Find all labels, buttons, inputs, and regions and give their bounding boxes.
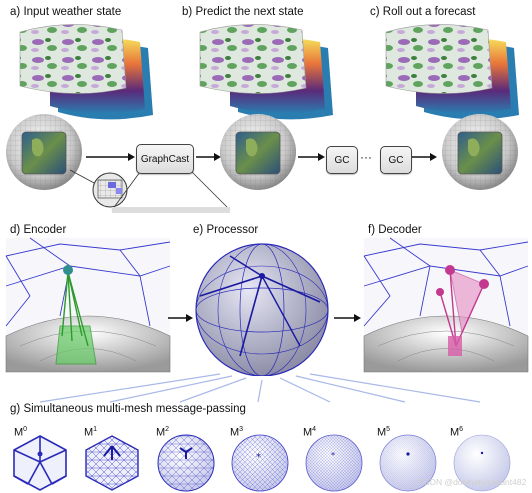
globe-input: [6, 114, 82, 190]
panel-d-title: d) Encoder: [10, 224, 67, 236]
gc-box-1: GC: [326, 146, 358, 174]
encoder-processor-decoder: [5, 237, 529, 376]
panel-f-title: f) Decoder: [368, 224, 422, 236]
globe-prediction: [220, 114, 296, 190]
mesh-m1: [85, 435, 139, 491]
mesh-m5: [379, 434, 437, 492]
mesh-label-3: M3: [230, 426, 244, 439]
panel-e-title: e) Processor: [193, 224, 259, 236]
encoder-graphic: [5, 237, 171, 373]
mesh-label-4: M4: [303, 426, 317, 439]
watermark: CSDN @dowhatyouwant482: [418, 477, 527, 487]
stack-b: [199, 24, 333, 120]
stack-a: [19, 24, 153, 120]
weather-map-stacks: [19, 24, 519, 120]
mesh-m4: *: [305, 434, 363, 492]
panel-c-title: c) Roll out a forecast: [370, 6, 476, 18]
mesh-m6: [453, 434, 511, 492]
mesh-fan-lines: [39, 373, 481, 403]
globe-row: [6, 114, 518, 213]
svg-text:*: *: [256, 452, 261, 463]
globe-forecast: [442, 114, 518, 190]
ellipsis: ···: [360, 150, 372, 164]
mesh-m0: [13, 435, 67, 491]
gc-label-2: GC: [388, 154, 404, 166]
mesh-label-2: M2: [156, 426, 170, 439]
graphcast-label: GraphCast: [140, 153, 190, 165]
decoder-graphic: [363, 237, 529, 373]
processor-sphere: [195, 243, 329, 376]
svg-text:*: *: [331, 451, 335, 460]
mesh-label-0: M0: [14, 426, 28, 439]
mesh-label-5: M5: [377, 426, 391, 439]
mesh-m3: *: [231, 434, 289, 492]
mesh-label-6: M6: [450, 426, 464, 439]
mesh-label-1: M1: [84, 426, 98, 439]
stack-c: [385, 24, 519, 120]
gc-label-1: GC: [334, 154, 350, 166]
graphcast-box: GraphCast: [136, 144, 194, 174]
gc-box-2: GC: [380, 146, 412, 174]
panel-g-title: g) Simultaneous multi-mesh message-passi…: [10, 403, 246, 415]
mesh-m2: [157, 434, 215, 492]
panel-a-title: a) Input weather state: [10, 6, 122, 18]
panel-b-title: b) Predict the next state: [182, 6, 304, 18]
mesh-spheres: * *: [13, 434, 511, 492]
